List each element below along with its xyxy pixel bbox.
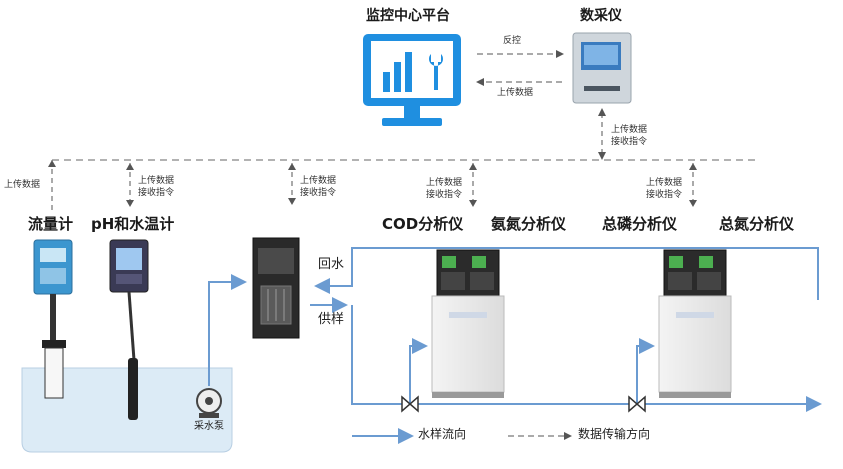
- valve-icon: [401, 395, 419, 413]
- pump-icon: [196, 388, 222, 418]
- daq-command-label: 接收指令: [611, 137, 648, 147]
- daq-title: 数采仪: [580, 8, 622, 24]
- sampler-upload-label: 上传数据: [300, 176, 337, 186]
- ammonia-analyzer-label: 氨氮分析仪: [491, 215, 567, 233]
- legend-water-flow: 水样流向: [418, 427, 467, 441]
- cod-analyzer-label: COD分析仪: [382, 215, 464, 233]
- legend-data-direction: 数据传输方向: [578, 427, 651, 441]
- upload-data-label: 上传数据: [497, 88, 534, 98]
- platform-title: 监控中心平台: [366, 8, 450, 24]
- sampler-command-label: 接收指令: [300, 188, 337, 198]
- analyzer-cabinet-left-icon: [431, 249, 505, 398]
- ph-upload-label: 上传数据: [138, 176, 175, 186]
- cod-upload-label: 上传数据: [426, 178, 463, 188]
- analyzer-cabinet-right-icon: [658, 249, 732, 398]
- tp-analyzer-label: 总磷分析仪: [602, 215, 678, 233]
- water-tank: [21, 367, 233, 453]
- cod-command-label: 接收指令: [426, 190, 463, 200]
- pump-label: 采水泵: [194, 421, 224, 432]
- tn-analyzer-label: 总氮分析仪: [719, 215, 795, 233]
- daq-upload-label: 上传数据: [611, 125, 648, 135]
- ph-meter-label: pH和水温计: [91, 215, 175, 233]
- monitor-icon: [363, 34, 461, 126]
- return-pipe-label: 回水: [318, 257, 345, 272]
- tp-command-label: 接收指令: [646, 190, 683, 200]
- valve-icon: [628, 395, 646, 413]
- supply-pipe-label: 供样: [318, 312, 345, 327]
- ph-command-label: 接收指令: [138, 188, 175, 198]
- flow-upload-label: 上传数据: [4, 180, 41, 190]
- sampler-cabinet-icon: [252, 237, 300, 339]
- flow-meter-label: 流量计: [28, 215, 74, 233]
- ph-meter-icon: [109, 239, 149, 420]
- daq-device-icon: [572, 32, 632, 104]
- flow-meter-icon: [33, 239, 73, 399]
- reverse-control-label: 反控: [503, 36, 522, 46]
- tp-upload-label: 上传数据: [646, 178, 683, 188]
